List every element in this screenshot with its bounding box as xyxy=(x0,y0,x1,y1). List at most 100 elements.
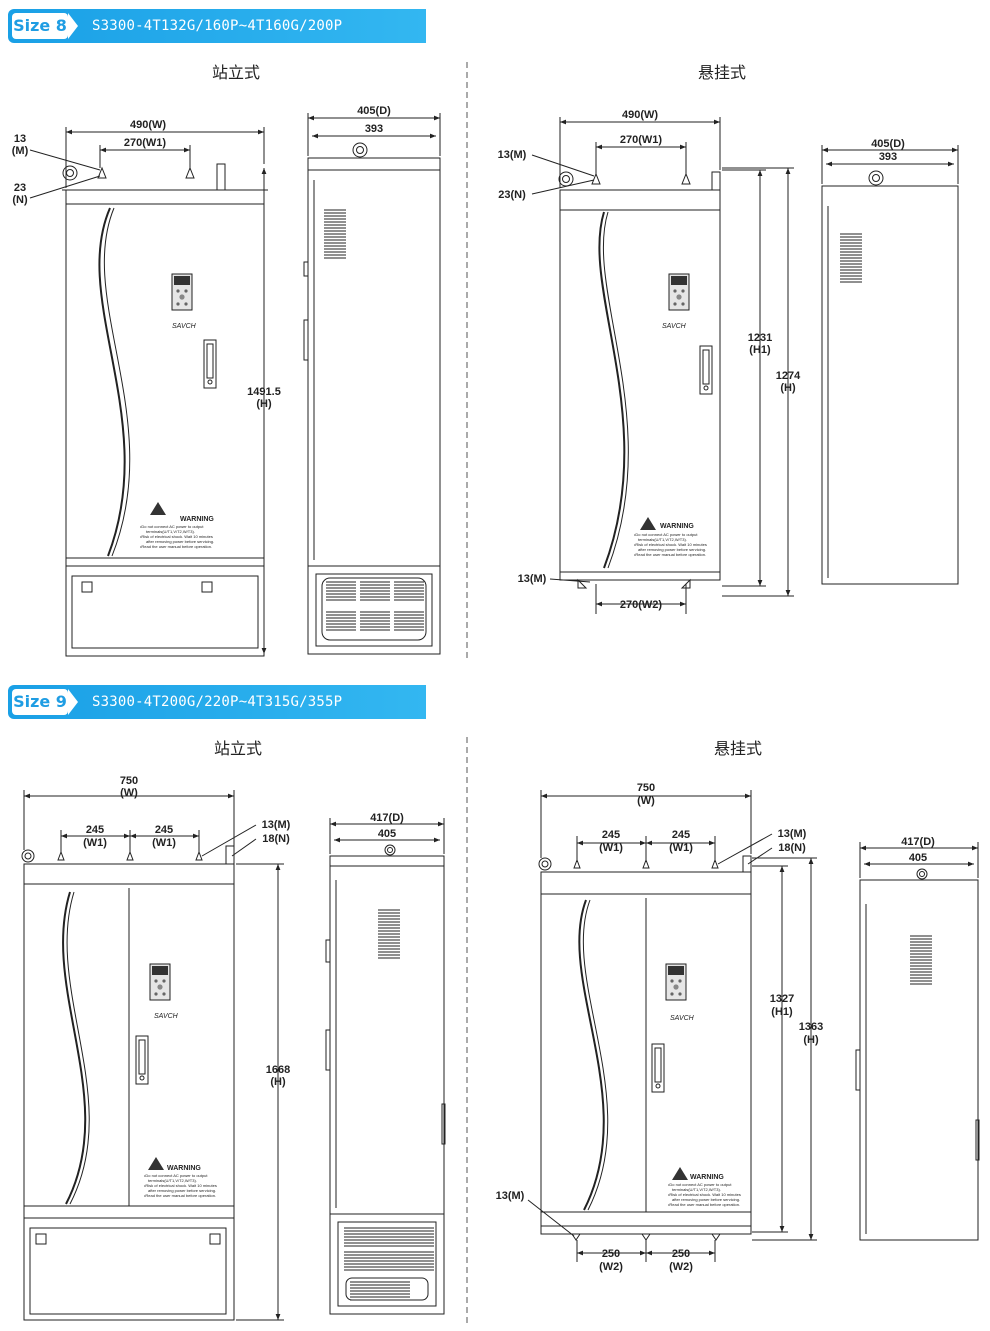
size9-wall-m-bottom: 13(M) xyxy=(496,1190,525,1202)
size8-floor-front-view xyxy=(62,163,268,657)
size8-wall-d: 405(D) xyxy=(871,138,905,150)
warning-icon xyxy=(640,517,656,530)
banner-arrow-icon xyxy=(68,689,78,715)
size9-wall-w1b-num: 245 xyxy=(672,829,690,841)
size9-floor-d-inner: 405 xyxy=(378,828,396,840)
size9-wall-h1-num: 1327 xyxy=(770,993,794,1005)
size8-wall-m: 13(M) xyxy=(498,149,527,161)
size8-wall-h-lbl: (H) xyxy=(780,382,796,394)
size8-wall-h1-lbl: (H1) xyxy=(749,344,771,356)
size9-wall-w1a-num: 245 xyxy=(602,829,620,841)
size9-wall-d-inner: 405 xyxy=(909,852,927,864)
warning-icon xyxy=(148,1157,164,1170)
size9-wall-side-view xyxy=(855,868,980,1241)
size9-floor-w1b-lbl: (W1) xyxy=(152,837,176,849)
size9-wall-w2a-lbl: (W2) xyxy=(599,1261,623,1273)
size9-wall-w1b-lbl: (W1) xyxy=(669,842,693,854)
size8-wall-w: 490(W) xyxy=(622,109,658,121)
size8-floor-side-view xyxy=(303,142,441,655)
size9-wall-w2b-num: 250 xyxy=(672,1248,690,1260)
size9-wall-brand: SAVCH xyxy=(670,1015,695,1022)
warning-line: •Read the user manual before operation. xyxy=(140,544,212,549)
size8-floor-brand: SAVCH xyxy=(172,323,197,330)
warning-line: terminals(U/T1,V/T2,W/T3). xyxy=(146,529,195,534)
warning-line: •Risk of electrical shock. Wait 10 minut… xyxy=(634,542,707,547)
size8-floor-m-num: 13 xyxy=(14,133,26,145)
size8-wall-m-bottom: 13(M) xyxy=(518,573,547,585)
size9-floor-w-lbl: (W) xyxy=(120,787,138,799)
size9-wall-h1-lbl: (H1) xyxy=(771,1006,793,1018)
warning-line: terminals(U/T1,V/T2,W/T3). xyxy=(148,1178,197,1183)
size8-wall-warning-title: WARNING xyxy=(660,523,694,530)
size8-wall-h1-num: 1231 xyxy=(748,332,772,344)
size8-wall-d-inner: 393 xyxy=(879,151,897,163)
size8-wall-w2: 270(W2) xyxy=(620,599,663,611)
size8-floor-m-lbl: (M) xyxy=(12,145,29,157)
size8-floor-w1: 270(W1) xyxy=(124,137,167,149)
size9-wall-w-lbl: (W) xyxy=(637,795,655,807)
size9-floor-h-num: 1668 xyxy=(266,1064,290,1076)
size9-wall-heading: 悬挂式 xyxy=(714,740,762,758)
warning-line: •Do not connect AC power to output xyxy=(668,1182,732,1187)
size8-wall-heading: 悬挂式 xyxy=(698,64,746,82)
size9-floor-w-num: 750 xyxy=(120,775,138,787)
warning-line: after removing power before servicing. xyxy=(638,547,706,552)
size8-tag: Size 8 xyxy=(12,13,68,39)
warning-icon xyxy=(150,502,166,515)
size9-floor-side-view xyxy=(325,844,446,1315)
size9-wall-warning-title: WARNING xyxy=(690,1174,724,1181)
size8-wall-n: 23(N) xyxy=(498,189,526,201)
size8-floor-heading: 站立式 xyxy=(212,64,260,82)
size9-floor-w1a-num: 245 xyxy=(86,824,104,836)
size9-wall-w2a-num: 250 xyxy=(602,1248,620,1260)
size8-model: S3300-4T132G/160P~4T160G/200P xyxy=(92,18,343,34)
size9-wall-n: 18(N) xyxy=(778,842,806,854)
size9-wall-w-num: 750 xyxy=(637,782,655,794)
warning-line: •Read the user manual before operation. xyxy=(634,552,706,557)
size9-floor-d: 417(D) xyxy=(370,812,404,824)
size8-floor-d: 405(D) xyxy=(357,105,391,117)
warning-line: •Read the user manual before operation. xyxy=(668,1202,740,1207)
size9-wall-h-lbl: (H) xyxy=(803,1034,819,1046)
warning-line: •Do not connect AC power to output xyxy=(144,1173,208,1178)
size8-banner: Size 8 S3300-4T132G/160P~4T160G/200P xyxy=(8,9,426,43)
size9-floor-w1b-num: 245 xyxy=(155,824,173,836)
size8-wall-w1: 270(W1) xyxy=(620,134,663,146)
warning-line: after removing power before servicing. xyxy=(148,1188,216,1193)
warning-icon xyxy=(672,1167,688,1180)
size9-floor-front-view xyxy=(21,845,235,1321)
size9-tag: Size 9 xyxy=(12,689,68,715)
size9-wall-h-num: 1363 xyxy=(799,1021,823,1033)
warning-line: •Do not connect AC power to output xyxy=(140,524,204,529)
warning-line: •Risk of electrical shock. Wait 10 minut… xyxy=(140,534,213,539)
warning-line: •Risk of electrical shock. Wait 10 minut… xyxy=(668,1192,741,1197)
size9-floor-w1a-lbl: (W1) xyxy=(83,837,107,849)
size8-floor-h-num: 1491.5 xyxy=(247,386,281,398)
size9-floor-n: 18(N) xyxy=(262,833,290,845)
size9-wall-w2b-lbl: (W2) xyxy=(669,1261,693,1273)
size9-floor-heading: 站立式 xyxy=(214,740,262,758)
size9-floor-h-lbl: (H) xyxy=(270,1076,286,1088)
size8-floor-h-lbl: (H) xyxy=(256,398,272,410)
warning-line: terminals(U/T1,V/T2,W/T3). xyxy=(672,1187,721,1192)
banner-arrow-icon xyxy=(68,13,78,39)
size8-floor-d-inner: 393 xyxy=(365,123,383,135)
size8-floor-n-num: 23 xyxy=(14,182,26,194)
size9-banner: Size 9 S3300-4T200G/220P~4T315G/355P xyxy=(8,685,426,719)
warning-line: terminals(U/T1,V/T2,W/T3). xyxy=(638,537,687,542)
warning-line: •Do not connect AC power to output xyxy=(634,532,698,537)
warning-line: after removing power before servicing. xyxy=(672,1197,740,1202)
size8-floor-warning-title: WARNING xyxy=(180,516,214,523)
size9-floor-warning-title: WARNING xyxy=(167,1165,201,1172)
size9-model: S3300-4T200G/220P~4T315G/355P xyxy=(92,694,343,710)
size8-wall-brand: SAVCH xyxy=(662,323,687,330)
size8-wall-front-view xyxy=(558,171,721,589)
size8-wall-h-num: 1274 xyxy=(776,370,801,382)
size9-floor-brand: SAVCH xyxy=(154,1013,179,1020)
size9-wall-m: 13(M) xyxy=(778,828,807,840)
size8-wall-side-view xyxy=(821,170,959,585)
warning-line: after removing power before servicing. xyxy=(146,539,214,544)
size8-floor-n-lbl: (N) xyxy=(12,194,28,206)
